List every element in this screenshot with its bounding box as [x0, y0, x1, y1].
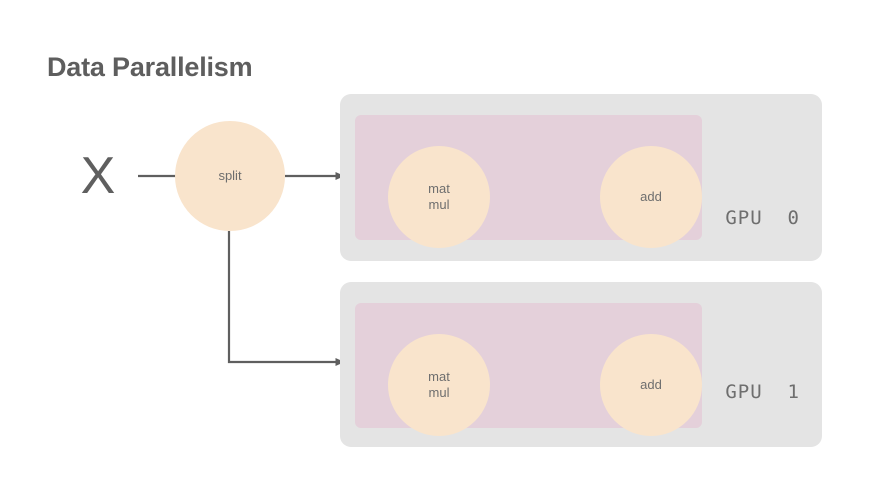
node-add-gpu-0[interactable]: add: [600, 146, 702, 248]
node-add-label: add: [640, 189, 662, 204]
node-split[interactable]: split: [175, 121, 285, 231]
node-split-label: split: [218, 168, 242, 183]
node-add-label: add: [640, 377, 662, 392]
device-label-gpu-1: GPU 1: [725, 381, 800, 403]
node-matmul-gpu-0[interactable]: mat mul: [388, 146, 490, 248]
node-matmul-gpu-1[interactable]: mat mul: [388, 334, 490, 436]
device-box-gpu-1[interactable]: mat mul add GPU 1: [340, 282, 822, 447]
input-tensor-x-label: X: [80, 147, 116, 205]
node-add-gpu-1[interactable]: add: [600, 334, 702, 436]
node-matmul-label: mat mul: [428, 181, 450, 212]
edge-split-to-gpu1: [227, 231, 345, 366]
device-box-gpu-0[interactable]: mat mul add GPU 0: [340, 94, 822, 261]
node-matmul-label: mat mul: [428, 369, 450, 400]
page-title: Data Parallelism: [47, 52, 253, 82]
device-compute-region-gpu-1: mat mul add: [355, 303, 702, 436]
device-compute-region-gpu-0: mat mul add: [355, 115, 702, 248]
device-label-gpu-0: GPU 0: [725, 207, 800, 229]
